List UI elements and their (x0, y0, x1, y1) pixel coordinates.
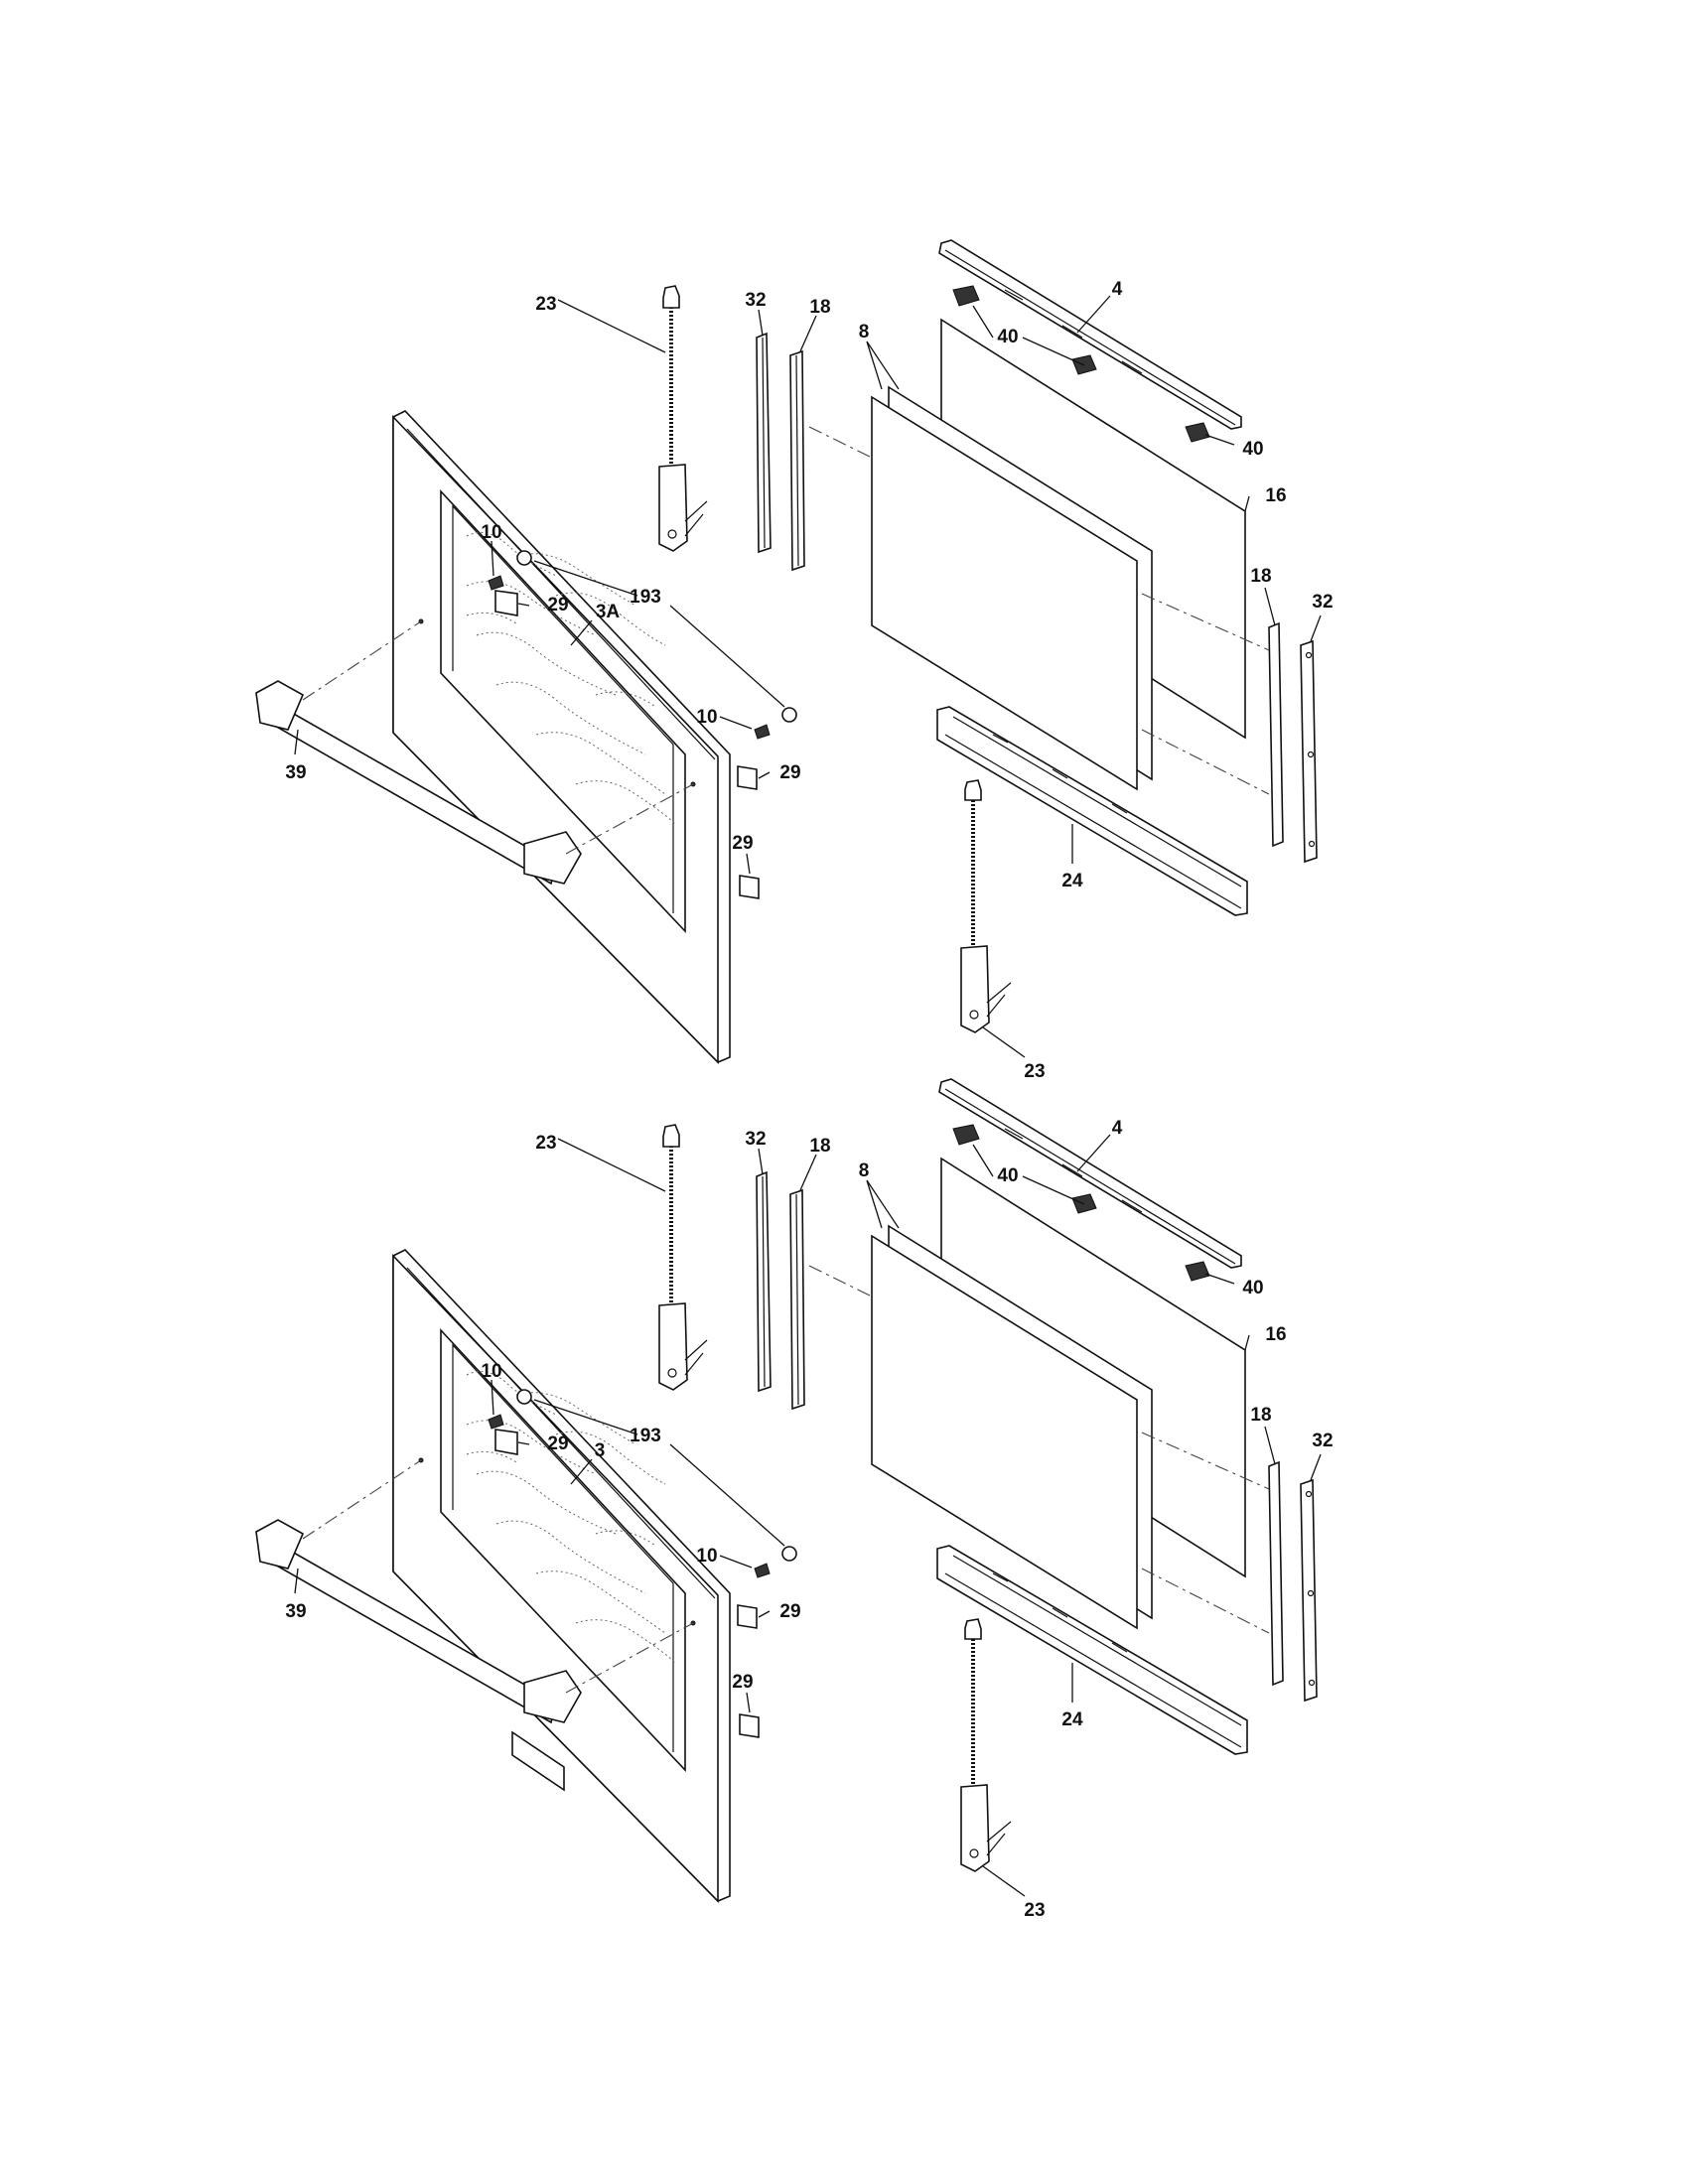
callout-24: 24 (1061, 871, 1083, 891)
callout-40: 40 (997, 1165, 1018, 1186)
callout-23: 23 (535, 294, 556, 315)
callout-193: 193 (630, 1426, 661, 1446)
lower-callout-leaders (294, 1134, 1322, 1897)
callout-32: 32 (745, 290, 766, 311)
callout-23: 23 (1024, 1061, 1045, 1082)
lower-door-top-trim-bracket (938, 1078, 1242, 1269)
callout-40: 40 (1242, 439, 1263, 460)
lower-callout-labels: 23 32 18 8 4 40 40 16 10 193 29 3 10 39 … (285, 1118, 1333, 1921)
callout-16: 16 (1265, 1324, 1286, 1345)
lower-door-assembly: 23 32 18 8 4 40 40 16 10 193 29 3 10 39 … (255, 1078, 1334, 1921)
upper-door-fasteners (488, 550, 797, 899)
callout-18: 18 (1250, 1405, 1271, 1426)
upper-door-hinge-right (960, 779, 1012, 1033)
callout-29: 29 (779, 762, 800, 783)
callout-32: 32 (745, 1129, 766, 1150)
callout-18: 18 (1250, 566, 1271, 587)
upper-door-side-seal-right (1268, 621, 1284, 848)
callout-29: 29 (779, 1601, 800, 1622)
callout-39: 39 (285, 762, 306, 783)
callout-18: 18 (809, 297, 830, 318)
callout-10: 10 (481, 1361, 501, 1382)
lower-door-glass-pack (871, 1224, 1153, 1630)
callout-3: 3 (595, 1440, 606, 1461)
lower-door-side-channel-right (1300, 1478, 1318, 1703)
lower-assembly-alignment-lines (302, 1265, 1270, 1694)
upper-door-assembly: 23 32 18 8 4 40 40 16 10 193 29 3A 10 39… (255, 239, 1334, 1082)
callout-29: 29 (547, 595, 568, 615)
callout-18: 18 (809, 1136, 830, 1157)
lower-door-control-window (511, 1730, 565, 1792)
upper-door-top-trim-bracket (938, 239, 1242, 430)
callout-193: 193 (630, 587, 661, 608)
lower-door-glass-clips (952, 1124, 1210, 1282)
callout-29: 29 (732, 1672, 753, 1693)
upper-door-hinge-left (658, 285, 708, 552)
upper-door-side-channel-right (1300, 639, 1318, 864)
callout-29: 29 (547, 1433, 568, 1454)
callout-8: 8 (859, 322, 870, 342)
upper-callout-labels: 23 32 18 8 4 40 40 16 10 193 29 3A 10 39… (285, 279, 1333, 1082)
callout-40: 40 (997, 327, 1018, 347)
callout-23: 23 (535, 1133, 556, 1154)
upper-assembly-alignment-lines (302, 426, 1270, 855)
callout-23: 23 (1024, 1900, 1045, 1921)
upper-callout-leaders (294, 295, 1322, 1058)
lower-door-side-seal-right (1268, 1460, 1284, 1687)
callout-29: 29 (732, 833, 753, 854)
callout-10: 10 (696, 707, 717, 728)
callout-10: 10 (696, 1546, 717, 1567)
upper-door-glass-pack (871, 385, 1153, 791)
lower-door-fasteners (488, 1389, 797, 1738)
callout-32: 32 (1312, 592, 1333, 613)
lower-door-hinge-left (658, 1124, 708, 1391)
lower-door-bottom-trim (936, 1545, 1248, 1755)
callout-4: 4 (1112, 279, 1123, 300)
callout-32: 32 (1312, 1431, 1333, 1451)
lower-door-handle (255, 1519, 582, 1724)
lower-door-hinge-right (960, 1618, 1012, 1872)
upper-door-bottom-trim (936, 706, 1248, 916)
callout-10: 10 (481, 522, 501, 543)
callout-39: 39 (285, 1601, 306, 1622)
callout-24: 24 (1061, 1709, 1083, 1730)
callout-4: 4 (1112, 1118, 1123, 1139)
callout-8: 8 (859, 1160, 870, 1181)
callout-3A: 3A (596, 602, 621, 622)
callout-40: 40 (1242, 1278, 1263, 1298)
callout-16: 16 (1265, 485, 1286, 506)
upper-door-handle (255, 680, 582, 886)
